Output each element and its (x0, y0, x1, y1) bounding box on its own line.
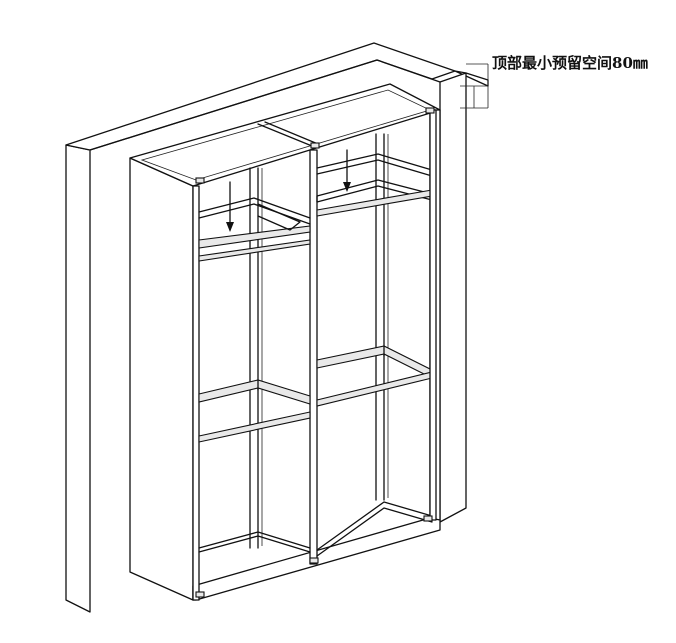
wardrobe-carcass (129, 83, 441, 601)
right-bay-frame (316, 109, 437, 557)
top-clearance-label: 顶部最小预留空间80㎜ (492, 54, 648, 72)
left-bay-frame (192, 149, 318, 601)
top-clearance-dimension (460, 63, 489, 109)
corner-details (195, 107, 435, 598)
wall-alcove (65, 42, 489, 613)
down-arrows (226, 149, 351, 232)
